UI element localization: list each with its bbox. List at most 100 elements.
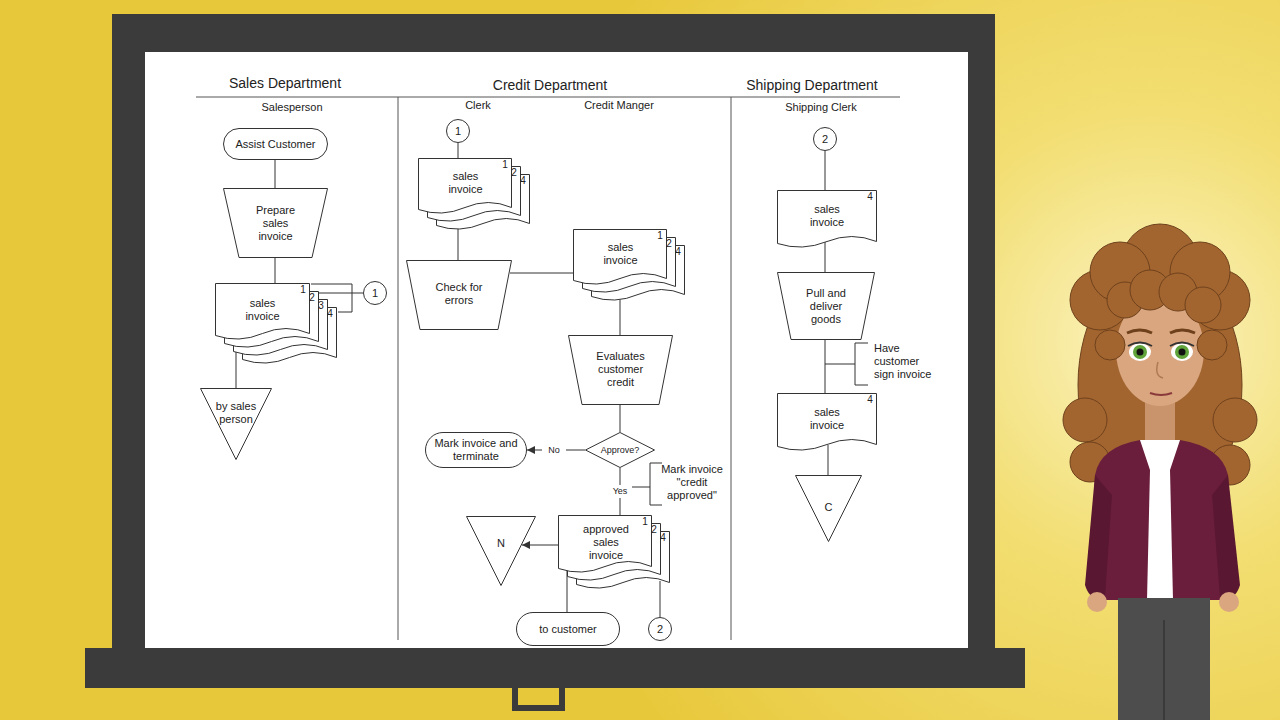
annotation-text: Have customer sign invoice (874, 342, 940, 381)
node-text: Pull and deliver goods (799, 276, 853, 336)
trapezoid-outline (778, 273, 875, 340)
flow-line (620, 405, 621, 432)
lane-title: Sales Department (205, 75, 365, 91)
flow-line (236, 352, 237, 388)
node-text: 1 (363, 281, 387, 305)
document-sheet (778, 394, 877, 451)
node-text: Prepare sales invoice (245, 192, 306, 254)
edge-label: Yes (608, 485, 632, 498)
trouser-seam (1163, 620, 1165, 720)
node-text: to customer (516, 612, 620, 646)
flow-line (828, 445, 829, 475)
node-text: N (466, 530, 536, 556)
nose (1157, 362, 1163, 378)
circle-outline (364, 282, 387, 305)
node-text: sales invoice (802, 399, 852, 439)
terminal-box: to customer (516, 612, 620, 646)
copy-number: 3 (316, 300, 326, 311)
node-text: sales invoice (438, 164, 493, 202)
role-title: Credit Manger (569, 99, 669, 112)
node-text: 2 (648, 617, 672, 641)
copy-number: 1 (655, 230, 665, 241)
flow-line (458, 143, 459, 158)
node-text: sales invoice (235, 291, 290, 329)
copy-number: 4 (865, 394, 875, 405)
shape-outline (466, 516, 536, 586)
hand (1087, 592, 1107, 612)
flow-line (275, 160, 276, 188)
document: sales invoice1234 (215, 283, 338, 366)
hair-curl (1063, 398, 1107, 442)
document: sales invoice124 (418, 158, 531, 232)
eyelid (1128, 343, 1194, 347)
role-title: Clerk (438, 99, 518, 112)
flow-line (275, 258, 276, 283)
edge-label: No (542, 444, 566, 457)
flow-line (510, 273, 573, 274)
role-title: Salesperson (242, 101, 342, 114)
terminal-box: Assist Customer (223, 128, 328, 160)
jacket (1090, 440, 1235, 600)
manual-operation: Check for errors (406, 260, 512, 330)
pupil (1137, 349, 1144, 356)
sleeve (1085, 475, 1112, 599)
copy-number: 2 (649, 524, 659, 535)
node-text: C (795, 495, 862, 519)
diamond-outline (586, 433, 655, 468)
annotation-bracket (620, 463, 662, 505)
eye (1129, 343, 1151, 361)
offpage-connector: 1 (446, 119, 470, 143)
trapezoid-outline (224, 189, 328, 258)
terminal-outline (517, 613, 620, 646)
hair-curl (1213, 398, 1257, 442)
copy-number: 4 (673, 246, 683, 257)
document-sheet (574, 230, 667, 285)
sleeve (1212, 475, 1240, 599)
document: sales invoice124 (573, 229, 686, 303)
lane-divider (731, 97, 732, 640)
hair-curl (1197, 330, 1227, 360)
screen-stand (515, 688, 562, 708)
pupil (1179, 349, 1186, 356)
flow-line (620, 299, 621, 335)
terminal-outline (426, 433, 527, 468)
flow-line (825, 340, 826, 393)
presenter (1063, 224, 1257, 720)
trapezoid-outline (407, 261, 512, 330)
node-text: sales invoice (802, 196, 852, 236)
document: approved sales invoice124 (558, 515, 671, 591)
role-title: Shipping Clerk (771, 101, 871, 114)
manual-operation: Prepare sales invoice (223, 188, 328, 258)
iris (1175, 345, 1189, 359)
copy-number: 1 (298, 284, 308, 295)
node-text: 2 (813, 127, 837, 151)
manual-operation: Evaluates customer credit (568, 335, 673, 405)
node-text: by sales person (210, 396, 262, 430)
shirt (1147, 470, 1173, 600)
document-sheet (216, 284, 310, 340)
lane-header-line (196, 97, 900, 98)
copy-number: 4 (325, 308, 335, 319)
mouth (1150, 393, 1172, 395)
lane-divider (398, 97, 399, 640)
file-storage: by sales person (200, 388, 272, 460)
flow-line (825, 242, 826, 272)
annotation-text: Mark invoice "credit approved" (654, 463, 730, 502)
hand (1219, 592, 1239, 612)
annotation-bracket (825, 343, 868, 385)
document-sheet (419, 159, 512, 214)
copy-number: 4 (518, 175, 528, 186)
hair-curl (1095, 330, 1125, 360)
node-text: Mark invoice and terminate (429, 432, 523, 468)
triangle-outline (467, 517, 536, 586)
eyebrow (1127, 330, 1195, 333)
document: sales invoice4 (777, 190, 878, 250)
eye (1171, 343, 1193, 361)
node-text: Approve? (585, 432, 655, 468)
manual-operation: Pull and deliver goods (777, 272, 875, 340)
copy-number: 2 (509, 167, 519, 178)
flow-line (522, 545, 558, 546)
lane-title: Credit Department (470, 77, 630, 93)
offpage-connector: 2 (813, 127, 837, 151)
